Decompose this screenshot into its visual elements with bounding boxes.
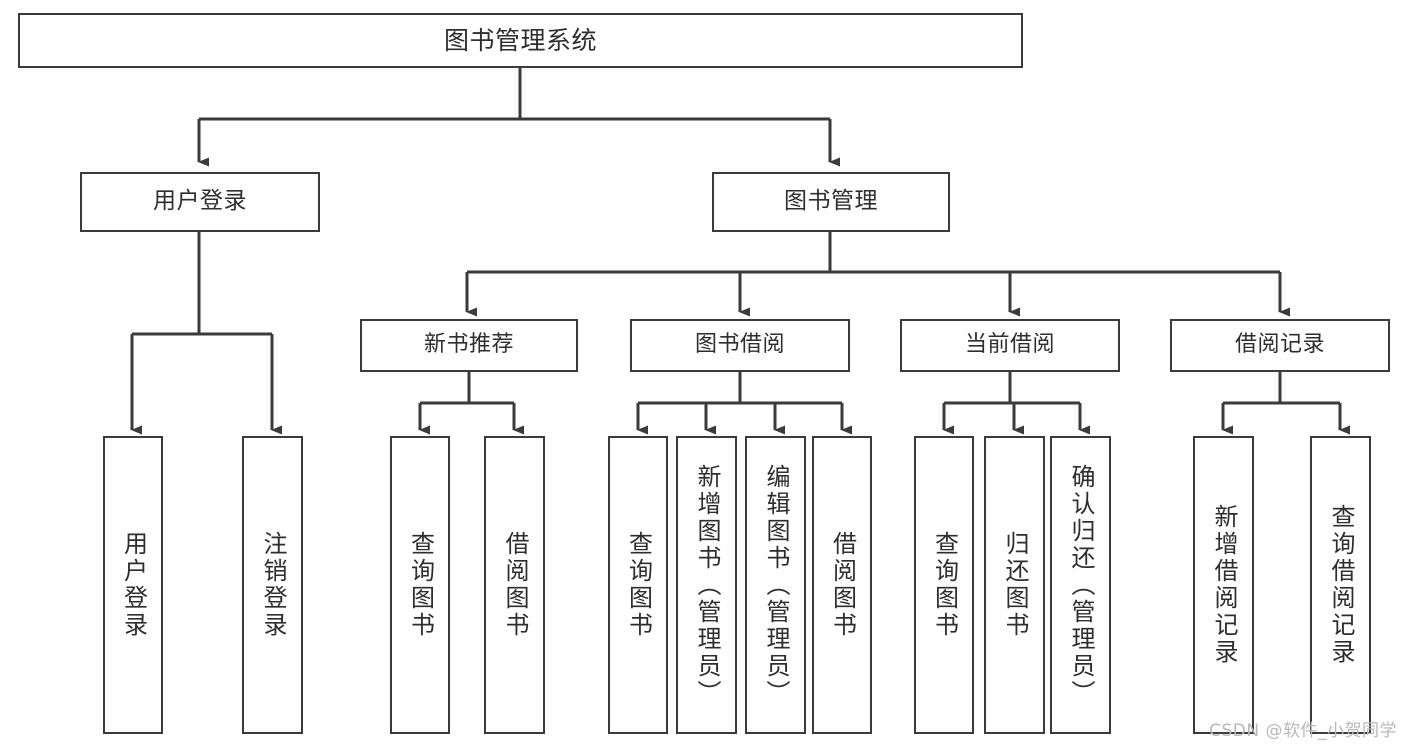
node-label: 用户登录: [153, 188, 247, 215]
node-label: 编辑图书（管理员）: [761, 463, 790, 707]
node-new-book-recommend[interactable]: 新书推荐: [360, 319, 578, 372]
node-leaf-new-book-borrow[interactable]: 借阅图书: [484, 436, 545, 734]
node-label: 查询图书: [406, 531, 435, 639]
node-book-borrow[interactable]: 图书借阅: [630, 319, 850, 372]
node-label: 借阅图书: [828, 531, 857, 639]
csdn-watermark: CSDN @软件_小贺同学: [1209, 721, 1397, 741]
connector-lines: [130, 68, 1350, 435]
node-leaf-borrow-record-add[interactable]: 新增借阅记录: [1193, 436, 1254, 734]
node-label: 图书借阅: [694, 332, 785, 358]
node-leaf-new-book-query[interactable]: 查询图书: [390, 436, 450, 734]
node-label: 注销登录: [258, 531, 287, 639]
node-leaf-current-borrow-query[interactable]: 查询图书: [914, 436, 974, 734]
node-book-management[interactable]: 图书管理: [712, 172, 950, 232]
node-label: 图书管理系统: [443, 25, 597, 55]
node-label: 确认归还（管理员）: [1066, 463, 1095, 707]
node-label: 借阅记录: [1234, 332, 1325, 358]
node-leaf-book-borrow-edit[interactable]: 编辑图书（管理员）: [745, 436, 806, 734]
node-label: 查询图书: [624, 531, 653, 639]
node-current-borrow[interactable]: 当前借阅: [900, 319, 1120, 372]
node-user-login[interactable]: 用户登录: [80, 172, 320, 232]
node-label: 借阅图书: [500, 531, 529, 639]
node-root-system[interactable]: 图书管理系统: [18, 13, 1023, 68]
node-leaf-current-borrow-return[interactable]: 归还图书: [984, 436, 1045, 734]
node-leaf-user-login-login[interactable]: 用户登录: [103, 436, 163, 734]
node-label: 新书推荐: [423, 332, 514, 358]
node-leaf-current-borrow-confirm-return[interactable]: 确认归还（管理员）: [1050, 436, 1111, 734]
node-label: 新增图书（管理员）: [692, 463, 721, 707]
node-leaf-book-borrow-add[interactable]: 新增图书（管理员）: [676, 436, 737, 734]
node-borrow-record[interactable]: 借阅记录: [1170, 319, 1390, 372]
node-leaf-user-login-logout[interactable]: 注销登录: [242, 436, 303, 734]
node-leaf-book-borrow-borrow[interactable]: 借阅图书: [812, 436, 872, 734]
node-label: 图书管理: [784, 188, 878, 215]
node-label: 新增借阅记录: [1209, 504, 1238, 666]
node-label: 归还图书: [1000, 531, 1029, 639]
node-label: 查询借阅记录: [1326, 504, 1355, 666]
node-leaf-book-borrow-query[interactable]: 查询图书: [608, 436, 668, 734]
node-label: 查询图书: [930, 531, 959, 639]
node-leaf-borrow-record-query[interactable]: 查询借阅记录: [1310, 436, 1371, 734]
node-label: 当前借阅: [964, 332, 1055, 358]
node-label: 用户登录: [119, 531, 148, 639]
